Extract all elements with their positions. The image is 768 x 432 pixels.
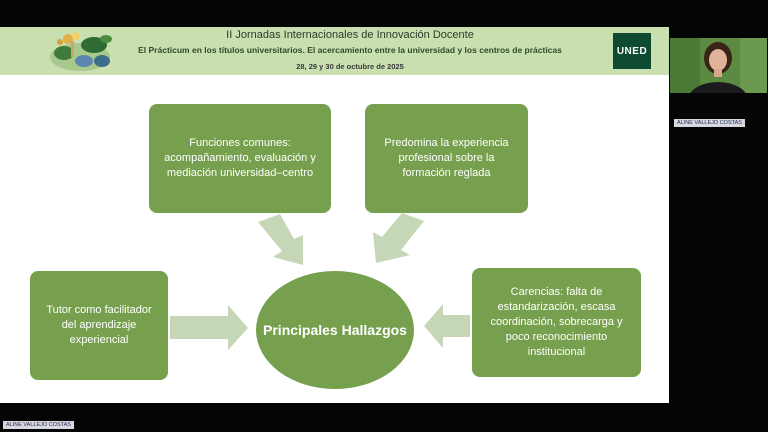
event-subtitle: El Prácticum en los títulos universitari… [138,45,562,55]
presenter-name-label: ALINE VALLEJO COSTAS [3,421,74,429]
finding-box-common-functions: Funciones comunes: acompañamiento, evalu… [149,104,331,213]
participant-avatar-icon [670,38,767,93]
arrow-top-right-icon [373,213,424,263]
finding-box-tutor-facilitator: Tutor como facilitador del aprendizaje e… [30,271,168,380]
webcam-name-label: ALINE VALLEJO COSTAS [674,119,745,127]
center-main-findings: Principales Hallazgos [256,271,414,389]
botanical-illustration-icon [50,32,112,71]
event-title: II Jornadas Internacionales de Innovació… [226,29,474,41]
arrow-top-left-icon [258,214,303,265]
finding-box-professional-experience: Predomina la experiencia profesional sob… [365,104,528,213]
event-dates: 28, 29 y 30 de octubre de 2025 [296,62,404,71]
arrow-left-icon [170,305,248,350]
diagram-arrows [170,213,470,350]
arrow-right-icon [424,304,470,348]
event-banner: II Jornadas Internacionales de Innovació… [0,27,669,75]
uned-logo: UNED [613,33,651,69]
shared-slide: II Jornadas Internacionales de Innovació… [0,27,669,403]
finding-box-shortcomings: Carencias: falta de estandarización, esc… [472,268,641,377]
participant-video-tile[interactable] [670,38,767,93]
